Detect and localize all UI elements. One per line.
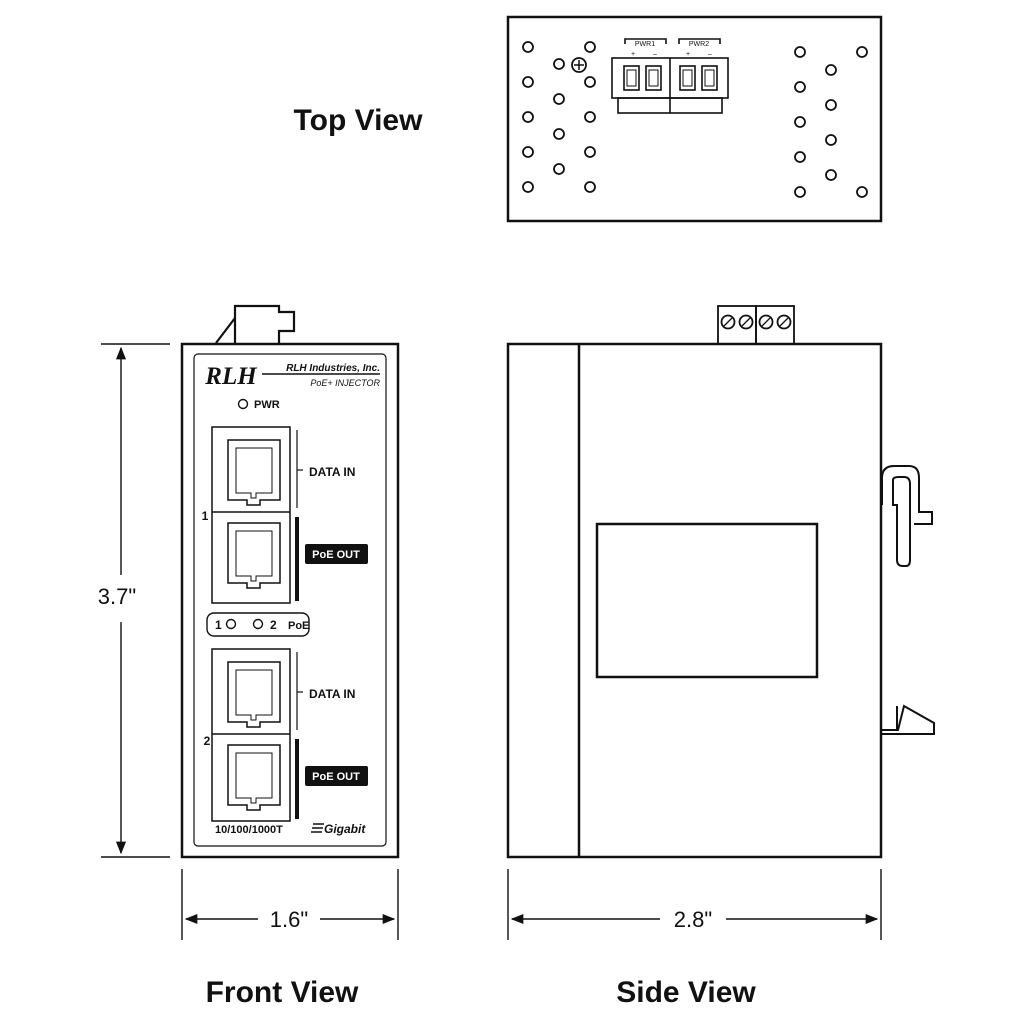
rj45-port-data-in-1[interactable] <box>227 439 281 506</box>
side-terminal-block <box>717 305 795 345</box>
height-dimension-label: 3.7" <box>98 584 136 609</box>
poe-led-1-icon <box>225 618 237 630</box>
port-group-2-frame <box>211 648 291 822</box>
front-view-outline <box>180 342 400 859</box>
pwr1-plus-label: + <box>631 51 635 58</box>
side-view <box>506 305 935 859</box>
front-power-connector <box>215 304 296 344</box>
front-view: RLH RLH Industries, Inc. PoE+ INJECTOR P… <box>180 304 400 859</box>
poe-out-2-badge <box>305 766 368 786</box>
port-group-2-number: 2 <box>204 734 211 748</box>
depth-dimension <box>507 869 882 940</box>
top-view-title: Top View <box>294 104 424 137</box>
side-view-outline <box>506 342 883 859</box>
speed-label: 10/100/1000T <box>215 824 283 836</box>
poe-led-frame <box>206 612 310 637</box>
poe-out-1-label: PoE OUT <box>312 549 360 561</box>
height-dimension <box>101 343 170 858</box>
gigabit-label: Gigabit <box>324 822 366 836</box>
power-terminal-block <box>611 38 729 114</box>
poe-led-label: PoE <box>288 620 309 632</box>
vent-holes <box>522 41 868 198</box>
top-view: PWR1 PWR2 + – + – <box>506 15 883 223</box>
company-name: RLH Industries, Inc. <box>286 363 380 374</box>
pwr2-label: PWR2 <box>689 41 709 48</box>
side-view-title: Side View <box>616 976 756 1009</box>
din-rail-clip <box>881 465 935 735</box>
poe-led-2-icon <box>252 618 264 630</box>
poe-led-2-number: 2 <box>270 618 277 632</box>
depth-dimension-label: 2.8" <box>674 907 712 932</box>
front-panel-label <box>193 353 387 847</box>
port-group-1-frame <box>211 426 291 604</box>
side-label-area <box>595 522 819 679</box>
top-view-outline <box>506 15 883 223</box>
poe-out-1-badge <box>305 544 368 564</box>
poe-led-1-number: 1 <box>215 618 222 632</box>
pwr1-minus-label: – <box>653 51 657 58</box>
data-in-1-label: DATA IN <box>309 465 355 479</box>
pwr2-minus-label: – <box>708 51 712 58</box>
rj45-port-data-in-2[interactable] <box>227 661 281 728</box>
data-in-2-label: DATA IN <box>309 687 355 701</box>
poe-out-2-label: PoE OUT <box>312 771 360 783</box>
front-view-title: Front View <box>206 976 359 1009</box>
pwr2-plus-label: + <box>686 51 690 58</box>
width-dimension <box>181 869 399 940</box>
pwr1-label: PWR1 <box>635 41 655 48</box>
ground-screw-icon <box>571 57 587 73</box>
pwr-led-label: PWR <box>254 399 280 411</box>
pwr-led-icon <box>237 398 249 410</box>
poe-out-2-bracket <box>295 739 299 819</box>
width-dimension-label: 1.6" <box>270 907 308 932</box>
poe-out-1-bracket <box>295 517 299 601</box>
gigabit-icon <box>311 823 324 833</box>
rlh-logo: RLH <box>204 363 258 390</box>
rj45-port-poe-out-2[interactable] <box>227 744 281 811</box>
port-group-1-number: 1 <box>202 509 209 523</box>
rj45-port-poe-out-1[interactable] <box>227 522 281 589</box>
product-name: PoE+ INJECTOR <box>310 378 380 388</box>
